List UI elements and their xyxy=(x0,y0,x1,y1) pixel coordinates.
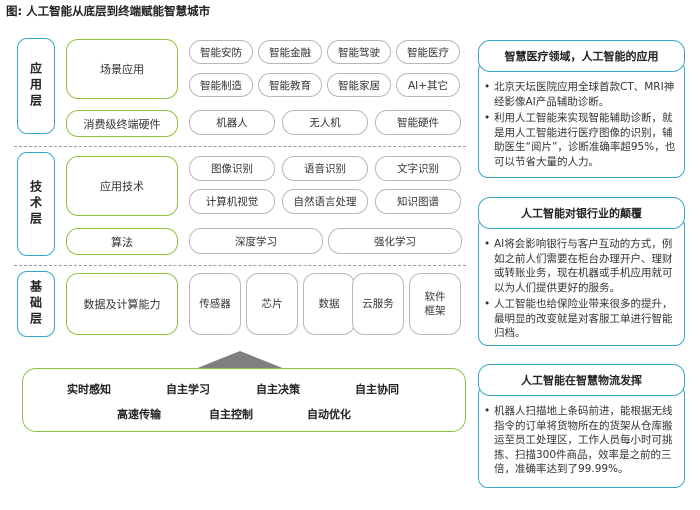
applied-tech-box: 应用技术 xyxy=(66,156,178,216)
base-item: 传感器 xyxy=(189,273,241,335)
logistics-panel-heading: 人工智能在智慧物流发挥 xyxy=(478,364,685,396)
logistics-panel-body: 机器人扫描地上条码前进，能根据无线指令的订单将货物所在的货架从仓库搬运至员工处理… xyxy=(484,404,682,479)
capability-item: 自主协同 xyxy=(355,383,399,396)
hardware-item: 机器人 xyxy=(189,110,275,135)
layer-label-base: 基础层 xyxy=(17,271,55,337)
tech-item: 图像识别 xyxy=(189,156,275,181)
scene-item: 智能驾驶 xyxy=(327,40,391,64)
algorithm-item: 强化学习 xyxy=(328,228,462,254)
panel-bullet: 机器人扫描地上条码前进，能根据无线指令的订单将货物所在的货架从仓库搬运至员工处理… xyxy=(484,404,682,477)
capability-item: 自主学习 xyxy=(166,383,210,396)
panel-bullet: 人工智能也给保险业带来很多的提升，最明显的改变就是对客服工单进行智能归档。 xyxy=(484,297,682,341)
capability-item: 高速传输 xyxy=(117,408,161,421)
capability-item: 自动优化 xyxy=(307,408,351,421)
algorithm-box: 算法 xyxy=(66,228,178,255)
tech-item: 语音识别 xyxy=(282,156,368,181)
layer-label-application-text: 应用层 xyxy=(28,62,43,110)
layer-label-technology-text: 技术层 xyxy=(28,180,43,228)
layer-divider xyxy=(14,265,466,266)
medical-panel-heading: 智慧医疗领域，人工智能的应用 xyxy=(478,40,685,72)
layer-label-application: 应用层 xyxy=(17,38,55,134)
scene-item: 智能安防 xyxy=(189,40,253,64)
algorithm-item: 深度学习 xyxy=(189,228,323,254)
panel-bullet: 北京天坛医院应用全球首款CT、MRI神经影像AI产品辅助诊断。 xyxy=(484,80,682,109)
tech-item: 自然语言处理 xyxy=(282,189,368,214)
layer-label-technology: 技术层 xyxy=(17,152,55,256)
scene-item: 智能教育 xyxy=(258,73,322,97)
medical-panel-body: 北京天坛医院应用全球首款CT、MRI神经影像AI产品辅助诊断。 利用人工智能来实… xyxy=(484,80,682,171)
capability-item: 自主决策 xyxy=(256,383,300,396)
layer-label-base-text: 基础层 xyxy=(28,280,43,328)
scene-item: 智能金融 xyxy=(258,40,322,64)
panel-bullet: 利用人工智能来实现智能辅助诊断，就是用人工智能进行医疗图像的识别，辅助医生“阅片… xyxy=(484,111,682,169)
scene-item: 智能家居 xyxy=(327,73,391,97)
base-item: 软件 框架 xyxy=(409,273,461,335)
capabilities-box xyxy=(22,368,466,432)
base-item: 芯片 xyxy=(246,273,298,335)
diagram-title: 图: 人工智能从底层到终端赋能智慧城市 xyxy=(6,4,211,18)
scene-item: AI+其它 xyxy=(396,73,460,97)
scene-item: 智能制造 xyxy=(189,73,253,97)
hardware-item: 智能硬件 xyxy=(375,110,461,135)
hardware-item: 无人机 xyxy=(282,110,368,135)
scene-item: 智能医疗 xyxy=(396,40,460,64)
tech-item: 计算机视觉 xyxy=(189,189,275,214)
banking-panel-body: AI将会影响银行与客户互动的方式，例如之前人们需要在柜台办理开户、理财或转账业务… xyxy=(484,237,682,343)
tech-item: 知识图谱 xyxy=(375,189,461,214)
base-item: 云服务 xyxy=(352,273,404,335)
capability-item: 实时感知 xyxy=(67,383,111,396)
tech-item: 文字识别 xyxy=(375,156,461,181)
consumer-hardware-box: 消费级终端硬件 xyxy=(66,110,178,137)
capability-item: 自主控制 xyxy=(209,408,253,421)
data-compute-box: 数据及计算能力 xyxy=(66,273,178,335)
scene-application-box: 场景应用 xyxy=(66,39,178,99)
panel-bullet: AI将会影响银行与客户互动的方式，例如之前人们需要在柜台办理开户、理财或转账业务… xyxy=(484,237,682,295)
base-item: 数据 xyxy=(303,273,355,335)
arrow-up-icon xyxy=(195,351,285,369)
banking-panel-heading: 人工智能对银行业的颠覆 xyxy=(478,197,685,229)
layer-divider xyxy=(14,146,466,147)
